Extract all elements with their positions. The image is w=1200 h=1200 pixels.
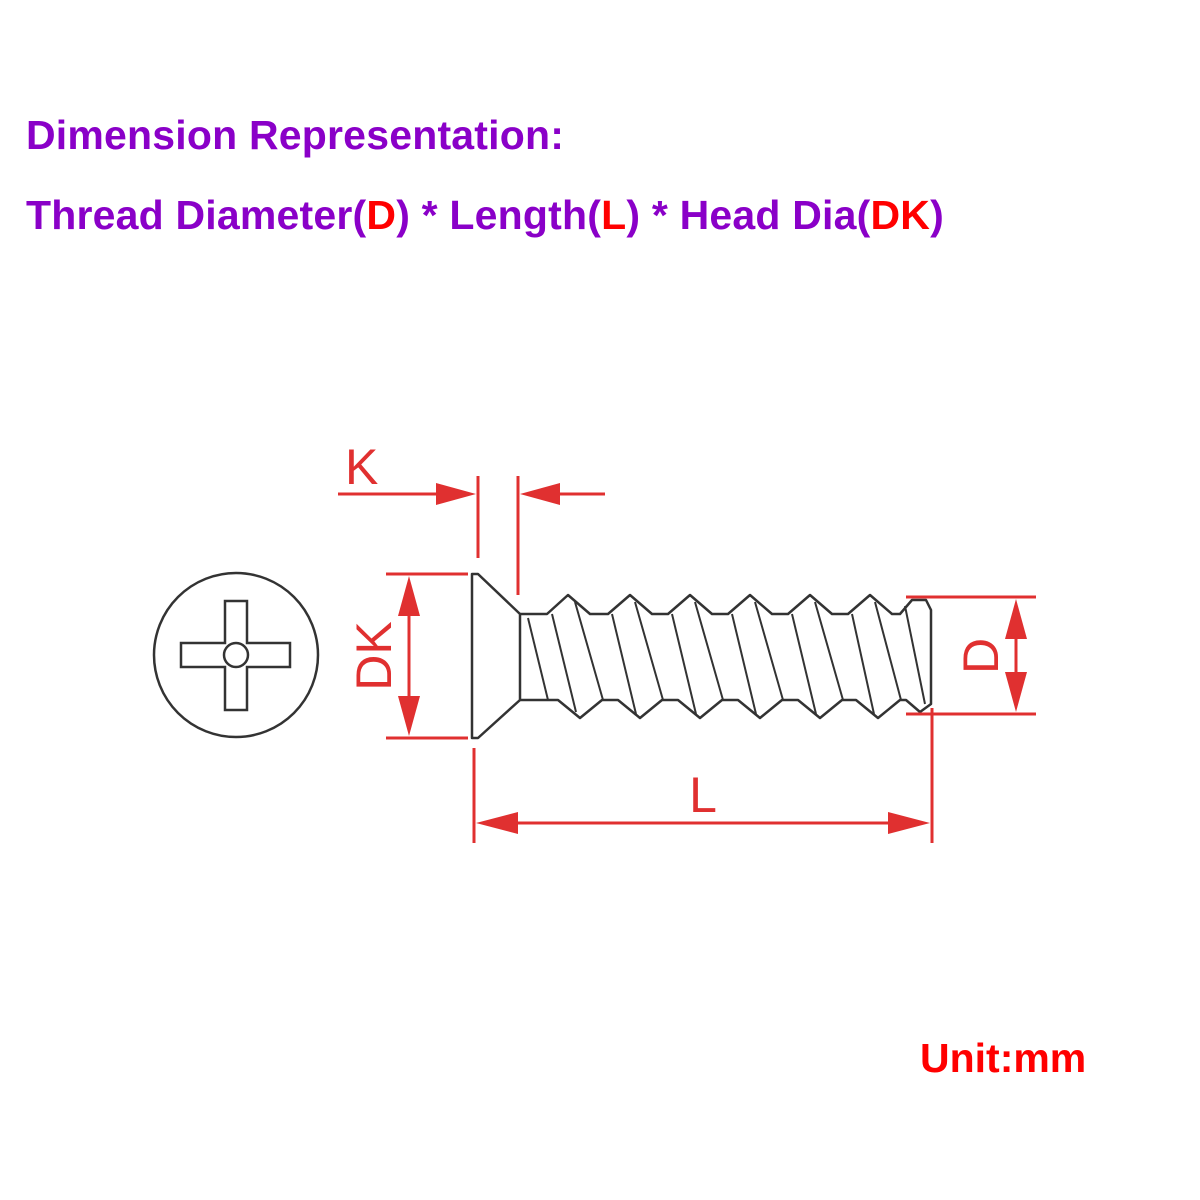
title-line-1: Dimension Representation:	[26, 112, 565, 158]
dimension-lines	[338, 476, 1036, 843]
title-part-2: ) * Length(	[396, 192, 602, 238]
title-symbol-d: D	[366, 192, 397, 238]
thread-lines	[527, 601, 926, 715]
dimension-label-k: K	[345, 439, 378, 495]
thread-outline	[520, 593, 933, 720]
phillips-head-icon	[152, 571, 320, 739]
unit-label: Unit:mm	[920, 1035, 1087, 1081]
screw-side-view	[470, 572, 933, 740]
dimension-label-d: D	[953, 638, 1009, 674]
dimension-label-l: L	[689, 767, 717, 823]
title-symbol-l: L	[601, 192, 627, 238]
title-line-2: Thread Diameter(D) * Length(L) * Head Di…	[26, 192, 944, 239]
title-part-1: Thread Diameter(	[26, 192, 367, 238]
dimension-label-dk: DK	[346, 621, 402, 690]
title-part-3: ) * Head Dia(	[626, 192, 871, 238]
title-symbol-dk: DK	[870, 192, 931, 238]
title-part-4: )	[930, 192, 944, 238]
